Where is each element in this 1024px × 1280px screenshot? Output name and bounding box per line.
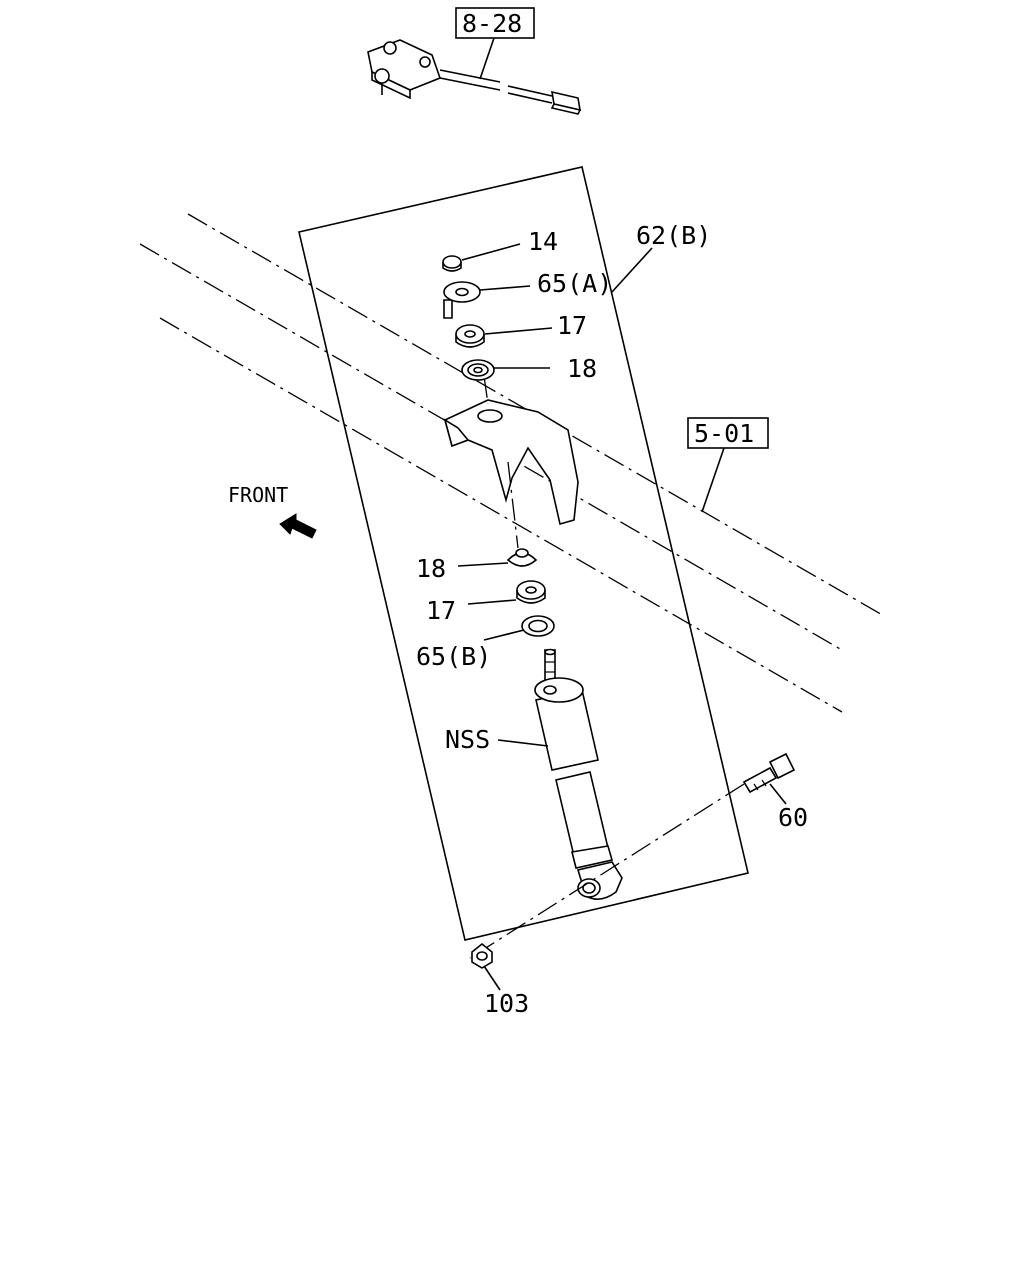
callout-62b: 62(B) bbox=[636, 221, 711, 250]
leader-17-top bbox=[484, 327, 553, 335]
leader-65b bbox=[483, 629, 525, 641]
leader-8-28 bbox=[479, 37, 495, 80]
leader-65a bbox=[479, 285, 531, 291]
leader-5-01 bbox=[701, 447, 725, 513]
callout-18-top: 18 bbox=[567, 354, 597, 383]
bushing-17-top-icon bbox=[455, 324, 485, 348]
ref-box-8-28 bbox=[455, 7, 535, 39]
assembly-frame bbox=[298, 166, 749, 941]
nut-14-icon bbox=[442, 255, 462, 272]
leader-17-bottom bbox=[467, 599, 517, 605]
washer-65a-icon bbox=[443, 281, 481, 319]
bolt-axis bbox=[469, 783, 745, 959]
upper-bracket bbox=[443, 399, 579, 526]
bushing-18-top-icon bbox=[461, 359, 495, 381]
frame-rails bbox=[139, 213, 885, 713]
ref-5-01-label: 5-01 bbox=[694, 419, 754, 448]
bushing-17-bottom-icon bbox=[516, 580, 546, 604]
callout-18-bottom: 18 bbox=[416, 554, 446, 583]
arrow-icon bbox=[279, 513, 317, 539]
height-sensor-icon bbox=[367, 39, 582, 115]
callout-65a: 65(A) bbox=[537, 269, 612, 298]
front-label: FRONT bbox=[228, 483, 288, 507]
centerline-upper bbox=[483, 375, 489, 405]
callout-14: 14 bbox=[528, 227, 558, 256]
leader-18-bottom bbox=[457, 562, 509, 567]
bolt-60-icon bbox=[742, 752, 796, 794]
leader-nss bbox=[497, 739, 549, 747]
callout-nss: NSS bbox=[445, 725, 490, 754]
ref-8-28-label: 8-28 bbox=[462, 9, 522, 38]
bushing-18-bottom-icon bbox=[506, 548, 538, 567]
leader-14 bbox=[461, 243, 521, 261]
callout-65b: 65(B) bbox=[416, 642, 491, 671]
leader-60 bbox=[769, 783, 787, 805]
centerline bbox=[507, 461, 519, 549]
callout-103: 103 bbox=[484, 989, 529, 1018]
washer-65b-icon bbox=[521, 615, 555, 637]
callout-17-top: 17 bbox=[557, 311, 587, 340]
leader-103 bbox=[483, 965, 501, 991]
leader-62b bbox=[611, 247, 653, 293]
callout-60: 60 bbox=[778, 803, 808, 832]
ref-box-5-01 bbox=[687, 417, 769, 449]
callout-17-bottom: 17 bbox=[426, 596, 456, 625]
shock-absorber-icon bbox=[534, 648, 623, 900]
nut-103-icon bbox=[471, 942, 493, 969]
